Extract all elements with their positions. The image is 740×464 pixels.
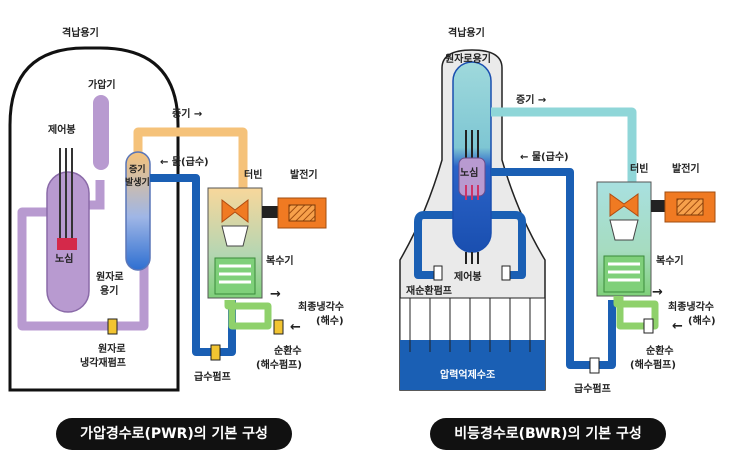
pwr-control-rod-label: 제어봉 <box>48 123 76 136</box>
bwr-suppression-pool <box>400 340 545 390</box>
pwr-circ-label-1: 순환수 <box>274 344 302 357</box>
pwr-steam-line <box>133 127 248 205</box>
pwr-final-cooling-label-2: (해수) <box>316 314 344 327</box>
bwr-diagram: 격납용기 압력억제수조 원자로용기 노심 제어봉 재순환펌프 <box>399 26 716 395</box>
bwr-circ-label-1: 순환수 <box>646 344 674 357</box>
pwr-caption: 가압경수로(PWR)의 기본 구성 <box>56 418 292 450</box>
bwr-steam-line <box>491 107 637 185</box>
pwr-turbine-label: 터빈 <box>244 168 262 181</box>
pwr-turbine-rotor <box>221 198 249 224</box>
bwr-caption: 비등경수로(BWR)의 기본 구성 <box>430 418 666 450</box>
pwr-steam-generator <box>125 151 151 271</box>
bwr-turbine-casing <box>609 219 639 241</box>
bwr-circ-label-2: (해수펌프) <box>630 358 676 371</box>
pwr-coolant-pump-label-2: 냉각재펌프 <box>80 356 126 369</box>
bwr-feedwater-line <box>491 168 616 369</box>
pwr-generator-label: 발전기 <box>290 168 318 181</box>
bwr-suppression-label: 압력억제수조 <box>440 368 495 381</box>
bwr-final-cooling-label-1: 최종냉각수 <box>668 300 714 313</box>
bwr-core-label: 노심 <box>460 166 478 179</box>
pwr-out-arrow: → <box>270 287 281 302</box>
pwr-coolant-pump-label-1: 원자로 <box>98 342 126 355</box>
bwr-in-arrow: ← <box>672 319 683 334</box>
bwr-out-arrow: → <box>652 285 663 300</box>
bwr-vent-pipes <box>409 298 531 352</box>
bwr-circ-pump <box>643 318 654 334</box>
pwr-cooling-loop <box>224 300 272 330</box>
bwr-containment-label: 격납용기 <box>448 26 485 39</box>
pwr-diagram: 격납용기 가압기 제어봉 노심 원자로 용기 원자로 냉각재펌프 증기 → 증기… <box>8 26 344 392</box>
bwr-condenser-label: 복수기 <box>656 254 684 267</box>
bwr-recirc-pump-left <box>433 265 443 281</box>
pwr-feed-pump <box>210 344 221 361</box>
pwr-final-cooling-label-1: 최종냉각수 <box>298 300 344 313</box>
bwr-vessel-label: 원자로용기 <box>445 52 491 65</box>
pwr-sg-label-1: 증기 <box>129 163 146 175</box>
pwr-condenser <box>214 257 256 295</box>
pwr-core-label: 노심 <box>55 252 73 265</box>
pwr-coolant-pump <box>107 318 118 335</box>
pwr-vessel-label-1: 원자로 <box>96 270 124 283</box>
pwr-turbine-casing <box>221 225 249 247</box>
bwr-condenser <box>603 255 645 293</box>
bwr-final-cooling-label-2: (해수) <box>688 314 716 327</box>
pwr-circ-label-2: (해수펌프) <box>256 358 302 371</box>
bwr-feed-pump-label: 급수펌프 <box>574 382 611 395</box>
bwr-recirc-left <box>414 211 460 279</box>
pwr-circ-pump <box>273 319 284 335</box>
bwr-feed-pump <box>589 357 600 374</box>
pwr-condenser-label: 복수기 <box>266 254 294 267</box>
bwr-recirc-right <box>488 211 526 279</box>
pwr-pressurizer <box>93 95 109 170</box>
bwr-generator-label: 발전기 <box>672 162 700 175</box>
pwr-sg-label-2: 발생기 <box>125 176 150 188</box>
pwr-vessel-label-2: 용기 <box>100 284 118 297</box>
pwr-feed-pump-label: 급수펌프 <box>194 370 231 383</box>
bwr-recirc-pump-right <box>501 265 511 281</box>
pwr-core-hot <box>57 238 77 250</box>
pwr-water-label: ← 물(급수) <box>160 156 209 168</box>
bwr-cooling-loop <box>613 296 659 330</box>
bwr-turbine-rotor <box>609 193 639 217</box>
bwr-water-label: ← 물(급수) <box>520 151 569 163</box>
bwr-control-rod-label: 제어봉 <box>454 270 482 283</box>
pwr-in-arrow: ← <box>290 320 301 335</box>
bwr-steam-label: 증기 → <box>516 93 546 106</box>
bwr-recirc-pump-label: 재순환펌프 <box>406 284 452 297</box>
bwr-turbine-label: 터빈 <box>630 162 648 175</box>
pwr-containment-label: 격납용기 <box>62 26 99 39</box>
pwr-feedwater-line <box>150 174 236 356</box>
pwr-steam-label: 증기 → <box>172 107 202 120</box>
pwr-pressurizer-label: 가압기 <box>88 78 116 91</box>
